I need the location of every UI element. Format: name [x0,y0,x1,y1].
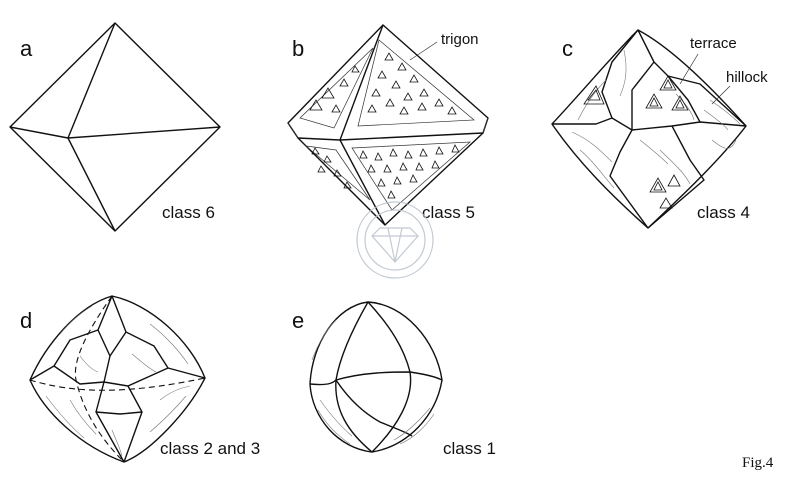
terrace-leader-line [679,53,699,85]
figure-number: Fig.4 [742,455,774,471]
hillock-leader-line [711,85,731,105]
panel-a: a class 6 [9,22,221,232]
panel-letter-b: b [292,36,304,61]
trigon-group-lower [359,144,460,199]
rounded-crystal-dashed [29,295,206,463]
panel-c: c [551,29,768,229]
callout-hillock: hillock [726,69,768,86]
panel-letter-e: e [292,308,304,333]
terrace-marks [583,75,689,209]
trigon-group-left [309,65,360,113]
class-label-d: class 2 and 3 [160,439,260,458]
trigon-leader-line [409,41,438,61]
trigon-group-lower-left [311,147,352,189]
class-label-e: class 1 [443,439,496,458]
class-label-b: class 5 [422,203,475,222]
callout-terrace: terrace [690,35,737,52]
callout-trigon: trigon [441,31,479,48]
panel-b: b [287,24,489,226]
octahedron-with-trigons [287,24,489,226]
panel-letter-d: d [20,308,32,333]
rounded-crystal-smooth [309,301,443,453]
watermark-stamp [356,201,434,279]
octahedron-with-terraces [551,29,747,229]
class-label-a: class 6 [162,203,215,222]
panel-letter-a: a [20,36,33,61]
panel-e: e class 1 [292,301,496,458]
class-label-c: class 4 [697,203,750,222]
panel-letter-c: c [562,36,573,61]
panel-d: d class 2 and [20,295,260,463]
trigon-group-large [367,52,457,115]
octahedron-sharp [9,22,221,232]
